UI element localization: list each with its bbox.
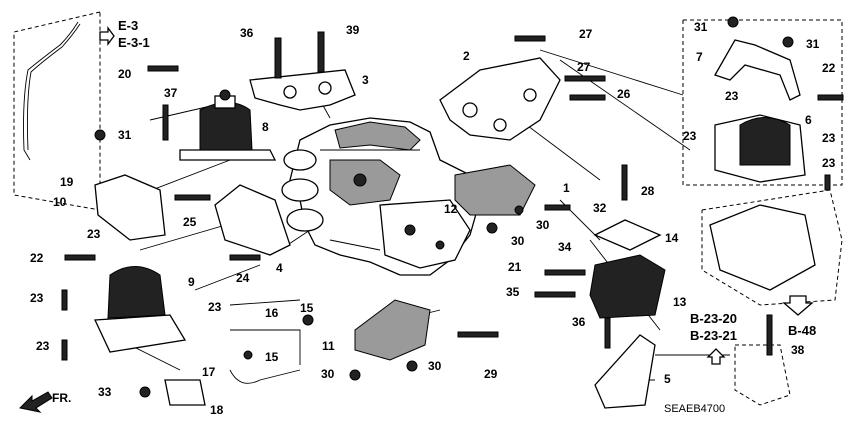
- mount-6: [714, 114, 806, 183]
- bracket-right-dashed: [709, 204, 816, 291]
- callout-35[interactable]: 35: [506, 285, 520, 299]
- part-callouts: 1 2 3 4 5 6 7 8 9 10 11 12 13 14 15 15 1…: [30, 20, 836, 417]
- arrow-right-icon: [99, 26, 115, 46]
- mount-13: [589, 254, 666, 319]
- callout-2[interactable]: 2: [463, 49, 470, 63]
- callout-26[interactable]: 26: [617, 87, 631, 101]
- callout-7[interactable]: 7: [696, 50, 703, 64]
- callout-29[interactable]: 29: [484, 367, 498, 381]
- reference-arrows: [18, 26, 814, 413]
- callout-32[interactable]: 32: [593, 201, 607, 215]
- callout-9[interactable]: 9: [188, 275, 195, 289]
- mount-11: [354, 299, 431, 361]
- callout-23a[interactable]: 23: [87, 227, 101, 241]
- reference-labels: E-3 E-3-1 B-23-20 B-23-21 B-48 SEAEB4700…: [52, 18, 816, 415]
- callout-22a[interactable]: 22: [30, 251, 44, 265]
- callout-23e[interactable]: 23: [725, 89, 739, 103]
- engine-assembly: [281, 117, 481, 276]
- mount-7: [714, 39, 801, 101]
- callout-31a[interactable]: 31: [118, 128, 132, 142]
- callout-39[interactable]: 39: [346, 23, 360, 37]
- callout-25[interactable]: 25: [183, 215, 197, 229]
- callout-23g[interactable]: 23: [822, 131, 836, 145]
- callout-4[interactable]: 4: [276, 261, 283, 275]
- callout-15b[interactable]: 15: [265, 350, 279, 364]
- fasteners: [61, 16, 844, 398]
- diagram-code: SEAEB4700: [664, 403, 725, 415]
- bracket-5: [594, 334, 656, 409]
- ref-e3-1[interactable]: E-3-1: [118, 35, 150, 50]
- callout-36a[interactable]: 36: [240, 26, 254, 40]
- callout-16[interactable]: 16: [265, 306, 279, 320]
- hose-16-17: [164, 329, 301, 406]
- callout-5[interactable]: 5: [664, 372, 671, 386]
- callout-10[interactable]: 10: [53, 195, 67, 209]
- callout-33[interactable]: 33: [98, 385, 112, 399]
- callout-6[interactable]: 6: [805, 113, 812, 127]
- callout-23d[interactable]: 23: [36, 339, 50, 353]
- callout-37[interactable]: 37: [164, 86, 178, 100]
- ref-e3[interactable]: E-3: [118, 18, 138, 33]
- arrow-down-icon: [782, 295, 814, 316]
- callout-23c[interactable]: 23: [208, 300, 222, 314]
- callout-18[interactable]: 18: [210, 403, 224, 417]
- callout-30b[interactable]: 30: [511, 234, 525, 248]
- callout-11[interactable]: 11: [322, 339, 335, 353]
- callout-21[interactable]: 21: [508, 260, 522, 274]
- callout-12[interactable]: 12: [444, 202, 458, 216]
- callout-31b[interactable]: 31: [694, 20, 708, 34]
- callout-15a[interactable]: 15: [300, 301, 314, 315]
- callout-23h[interactable]: 23: [822, 156, 836, 170]
- callout-27a[interactable]: 27: [579, 27, 593, 41]
- bracket-10: [94, 174, 166, 241]
- mount-12: [454, 164, 536, 216]
- callout-13[interactable]: 13: [673, 295, 687, 309]
- callout-23b[interactable]: 23: [30, 291, 44, 305]
- callout-34[interactable]: 34: [558, 240, 572, 254]
- bracket-4: [214, 184, 291, 256]
- callout-23f[interactable]: 23: [683, 129, 697, 143]
- callout-20[interactable]: 20: [118, 67, 132, 81]
- callout-22b[interactable]: 22: [822, 61, 836, 75]
- insulator-14: [593, 219, 662, 251]
- callout-31c[interactable]: 31: [806, 37, 820, 51]
- ref-b23-21[interactable]: B-23-21: [690, 328, 737, 343]
- callout-3[interactable]: 3: [362, 73, 369, 87]
- callout-24[interactable]: 24: [236, 271, 250, 285]
- callout-30d[interactable]: 30: [428, 359, 442, 373]
- callout-17[interactable]: 17: [202, 365, 216, 379]
- arrow-up-icon: [706, 348, 726, 365]
- front-arrow-icon: [18, 391, 53, 413]
- callout-28[interactable]: 28: [641, 184, 655, 198]
- bracket-2: [439, 57, 561, 141]
- bracket-3: [249, 69, 356, 111]
- callout-8[interactable]: 8: [262, 120, 269, 134]
- callout-1[interactable]: 1: [563, 181, 570, 195]
- callout-19[interactable]: 19: [60, 175, 74, 189]
- front-label: FR.: [52, 391, 71, 405]
- callout-30a[interactable]: 30: [536, 218, 550, 232]
- callout-36b[interactable]: 36: [572, 315, 586, 329]
- callout-14[interactable]: 14: [665, 231, 679, 245]
- callout-30c[interactable]: 30: [321, 367, 335, 381]
- mount-9: [94, 266, 187, 353]
- mount-8: [179, 89, 277, 161]
- ref-b23-20[interactable]: B-23-20: [690, 311, 737, 326]
- callout-38[interactable]: 38: [791, 343, 805, 357]
- callout-27b[interactable]: 27: [577, 60, 591, 74]
- ref-b48[interactable]: B-48: [788, 323, 816, 338]
